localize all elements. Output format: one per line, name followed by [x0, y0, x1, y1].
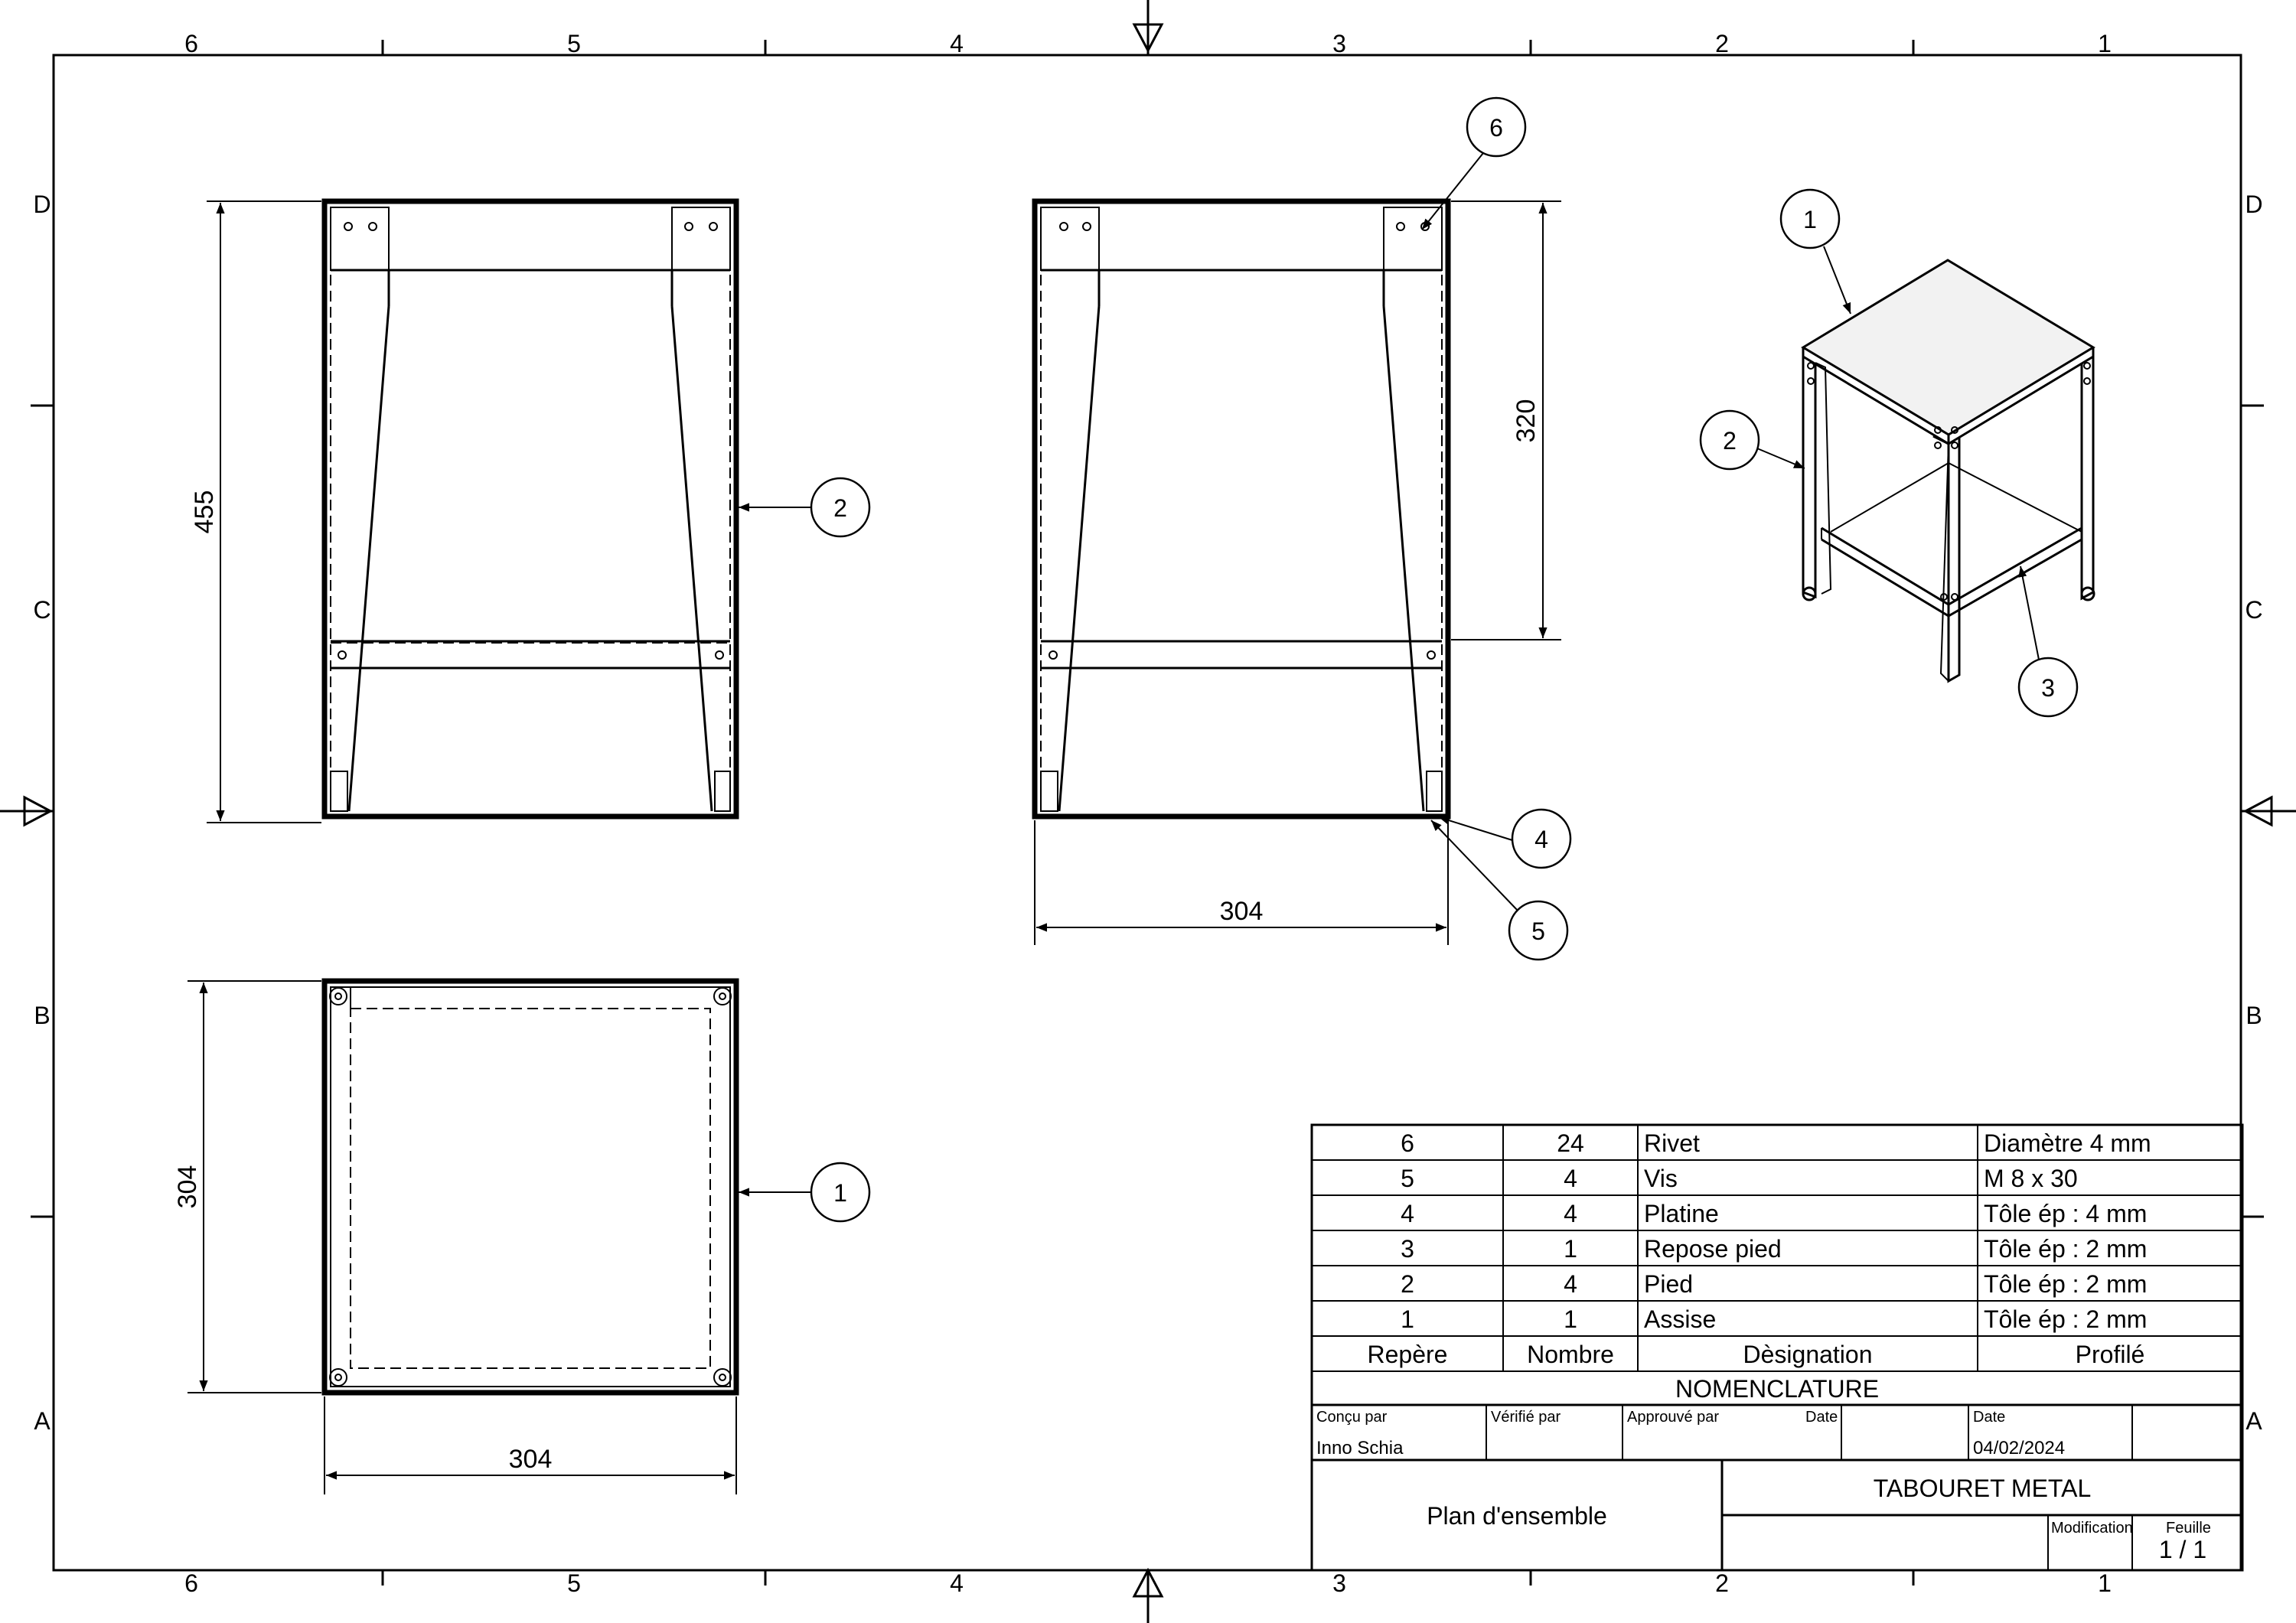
iso-balloon-assise-label: 1 — [1803, 206, 1817, 233]
grid-col-top-4: 4 — [950, 30, 964, 57]
bom-row-3-designation: Repose pied — [1644, 1235, 1782, 1263]
bom-header-profile: Profilé — [2076, 1341, 2145, 1368]
bom-header-nombre: Nombre — [1527, 1341, 1614, 1368]
bom-row-1-designation: Assise — [1644, 1305, 1716, 1333]
bom-row-4-nombre: 4 — [1564, 1200, 1577, 1227]
side-width-value: 304 — [1220, 897, 1264, 926]
title-concu-value: Inno Schia — [1316, 1438, 1404, 1458]
grid-row-right-D: D — [2245, 191, 2262, 218]
grid-col-top-1: 1 — [2098, 30, 2112, 57]
grid-col-bottom-1: 1 — [2098, 1569, 2112, 1597]
bom-row-4-designation: Platine — [1644, 1200, 1719, 1227]
side-width-dimension — [1034, 820, 1449, 945]
iso-balloon-repose — [2017, 657, 2079, 718]
bom-row-5-profile: M 8 x 30 — [1984, 1165, 2078, 1192]
iso-balloon-pied-label: 2 — [1723, 427, 1737, 455]
grid-row-right-C: C — [2245, 596, 2262, 624]
grid-col-top-5: 5 — [567, 30, 581, 57]
bom-row-4-profile: Tôle ép : 4 mm — [1984, 1200, 2147, 1227]
top-depth-value: 304 — [173, 1165, 202, 1209]
top-width-dimension — [324, 1396, 737, 1494]
bom-row-2-designation: Pied — [1644, 1270, 1693, 1298]
grid-col-top-3: 3 — [1332, 30, 1346, 57]
grid-col-bottom-3: 3 — [1332, 1569, 1346, 1597]
title-concu-label: Conçu par — [1316, 1409, 1388, 1426]
bom-row-2-profile: Tôle ép : 2 mm — [1984, 1270, 2147, 1298]
title-feuille-value: 1 / 1 — [2159, 1536, 2206, 1563]
front-height-value: 455 — [190, 490, 219, 534]
bom-row-6-designation: Rivet — [1644, 1129, 1700, 1157]
title-modification-label: Modification — [2051, 1520, 2133, 1537]
bom-row-1-repere: 1 — [1401, 1305, 1414, 1333]
bom-header-designation: Dèsignation — [1743, 1341, 1873, 1368]
grid-row-left-B: B — [34, 1002, 50, 1029]
grid-row-left-A: A — [34, 1407, 51, 1435]
top-width-value: 304 — [509, 1445, 553, 1474]
front-view — [321, 198, 739, 820]
iso-balloon-assise — [1779, 188, 1841, 249]
iso-balloon-pied — [1699, 409, 1760, 471]
side-height-dimension — [1451, 200, 1561, 640]
title-date2-label: Date — [1973, 1409, 2005, 1426]
title-drawing-name: Plan d'ensemble — [1427, 1502, 1607, 1530]
side-height-value: 320 — [1512, 399, 1541, 443]
title-verifie-label: Vérifié par — [1491, 1409, 1561, 1426]
bom-row-1-nombre: 1 — [1564, 1305, 1577, 1333]
grid-col-top-6: 6 — [184, 30, 198, 57]
side-balloon-vis — [1508, 900, 1569, 961]
bom-row-2-nombre: 4 — [1564, 1270, 1577, 1298]
top-depth-dimension — [188, 980, 321, 1393]
front-height-dimension — [207, 200, 321, 823]
bom-row-1-profile: Tôle ép : 2 mm — [1984, 1305, 2147, 1333]
bom-title: NOMENCLATURE — [1675, 1375, 1879, 1403]
bom-row-5-repere: 5 — [1401, 1165, 1414, 1192]
front-balloon-pied — [810, 477, 871, 538]
title-approuve-label: Approuvé par — [1627, 1409, 1719, 1426]
bom-row-6-nombre: 24 — [1557, 1129, 1584, 1157]
title-date1-label: Date — [1805, 1409, 1838, 1426]
top-balloon-assise — [810, 1162, 871, 1223]
side-balloon-vis-label: 5 — [1531, 917, 1545, 945]
bom-row-6-profile: Diamètre 4 mm — [1984, 1129, 2151, 1157]
bom-row-5-designation: Vis — [1644, 1165, 1678, 1192]
grid-col-bottom-6: 6 — [184, 1569, 198, 1597]
title-part-title: TABOURET METAL — [1874, 1475, 2091, 1502]
title-feuille-label: Feuille — [2166, 1520, 2211, 1537]
grid-row-right-B: B — [2245, 1002, 2262, 1029]
grid-row-left-D: D — [33, 191, 51, 218]
grid-row-right-A: A — [2245, 1407, 2262, 1435]
top-view — [321, 978, 739, 1396]
bom-header-repere: Repère — [1368, 1341, 1448, 1368]
iso-balloon-repose-label: 3 — [2041, 674, 2055, 702]
bom-row-6-repere: 6 — [1401, 1129, 1414, 1157]
title-block — [1310, 1403, 2244, 1572]
bom-row-3-nombre: 1 — [1564, 1235, 1577, 1263]
side-balloon-platine — [1511, 808, 1572, 869]
side-balloon-rivet — [1466, 96, 1527, 158]
isometric-view — [1801, 259, 2095, 683]
top-balloon-assise-label: 1 — [833, 1179, 847, 1207]
front-balloon-pied-label: 2 — [833, 494, 847, 522]
bom-row-3-profile: Tôle ép : 2 mm — [1984, 1235, 2147, 1263]
grid-col-bottom-2: 2 — [1715, 1569, 1729, 1597]
side-view — [1032, 198, 1451, 820]
grid-row-left-C: C — [33, 596, 51, 624]
grid-col-bottom-5: 5 — [567, 1569, 581, 1597]
grid-col-bottom-4: 4 — [950, 1569, 964, 1597]
grid-col-top-2: 2 — [1715, 30, 1729, 57]
side-balloon-rivet-label: 6 — [1489, 114, 1503, 142]
bom-row-2-repere: 2 — [1401, 1270, 1414, 1298]
bom-row-4-repere: 4 — [1401, 1200, 1414, 1227]
bom-row-3-repere: 3 — [1401, 1235, 1414, 1263]
bom-row-5-nombre: 4 — [1564, 1165, 1577, 1192]
side-balloon-platine-label: 4 — [1534, 826, 1548, 853]
title-date-value: 04/02/2024 — [1973, 1438, 2065, 1458]
